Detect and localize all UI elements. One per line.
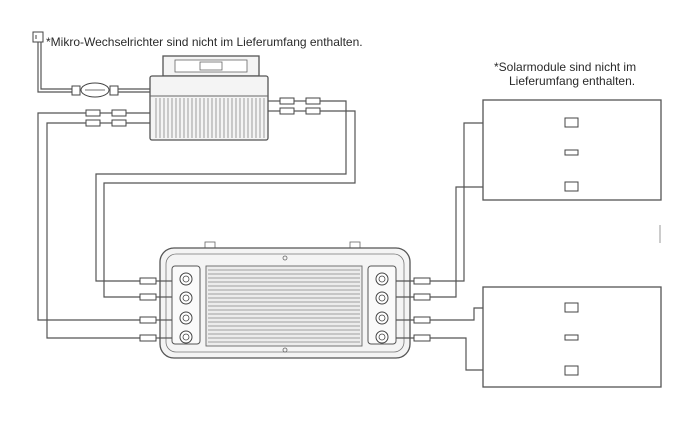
storage-connectors-right bbox=[396, 277, 431, 342]
battery-storage-icon bbox=[159, 241, 411, 359]
inverter-dc-connectors-right bbox=[268, 97, 321, 115]
storage-connectors-left bbox=[139, 277, 172, 342]
storage-port bbox=[179, 291, 193, 305]
micro-inverter-note: *Mikro-Wechselrichter sind nicht im Lief… bbox=[46, 35, 363, 49]
micro-inverter-icon bbox=[149, 55, 269, 141]
storage-port bbox=[375, 291, 389, 305]
storage-port bbox=[179, 330, 193, 344]
storage-port bbox=[375, 272, 389, 286]
storage-port-inner bbox=[182, 314, 190, 322]
solar-panel-note-line-1: *Solarmodule sind nicht im bbox=[494, 60, 637, 74]
storage-port-inner bbox=[378, 333, 386, 341]
storage-port-inner bbox=[182, 294, 190, 302]
storage-port bbox=[375, 311, 389, 325]
inverter-dc-connectors-left bbox=[85, 109, 150, 127]
storage-port-inner bbox=[378, 314, 386, 322]
storage-port-inner bbox=[378, 275, 386, 283]
inverter-to-storage-cables bbox=[37, 100, 356, 339]
solar-panel-note-line-2: Lieferumfang enthalten. bbox=[509, 74, 636, 88]
solar-panel-icon bbox=[482, 286, 662, 388]
storage-port bbox=[179, 272, 193, 286]
storage-port bbox=[179, 311, 193, 325]
solar-panel-icon bbox=[482, 99, 662, 201]
storage-port bbox=[375, 330, 389, 344]
storage-port-inner bbox=[378, 294, 386, 302]
outlet-icon bbox=[32, 31, 44, 43]
ac-cable bbox=[37, 42, 150, 98]
storage-port-inner bbox=[182, 275, 190, 283]
storage-port-inner bbox=[182, 333, 190, 341]
